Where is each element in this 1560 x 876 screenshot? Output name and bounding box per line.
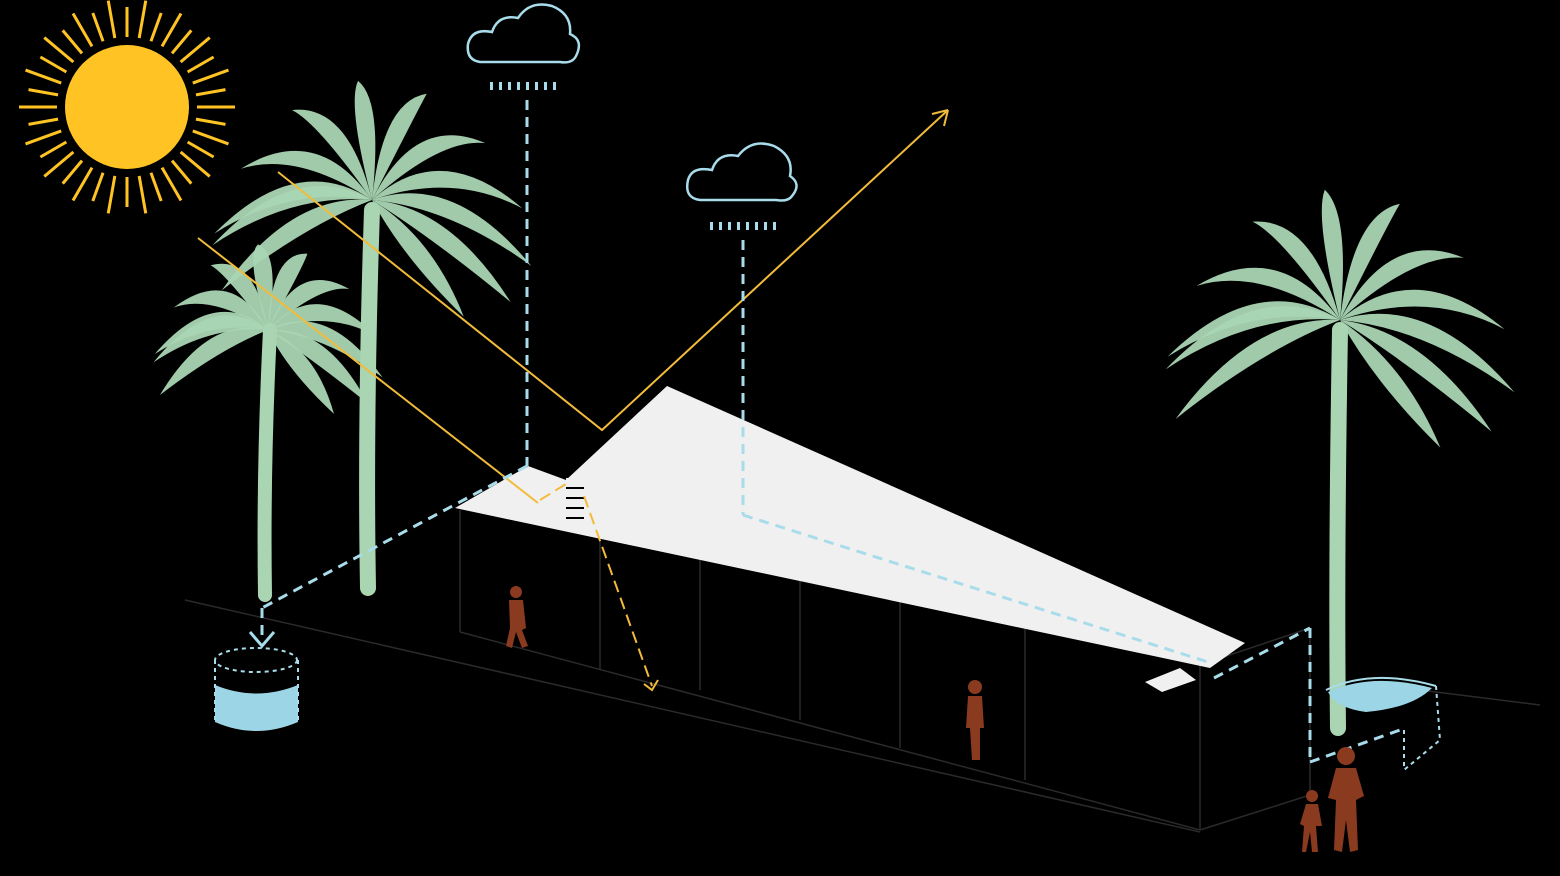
person-icon: [1300, 790, 1322, 852]
sun-icon: [19, 0, 235, 214]
palm-tree-icon: [153, 244, 383, 602]
sunlight-paths: [197, 109, 949, 692]
water-flow-paths: [260, 100, 1401, 764]
arrow-down-icon: [248, 631, 276, 649]
person-icon: [966, 680, 984, 760]
cloud-icon: [686, 142, 798, 202]
roof-plane: [455, 386, 1245, 692]
cloud-icon: [466, 3, 581, 64]
building-structure: [184, 510, 1541, 833]
palm-tree-icon: [1165, 189, 1515, 736]
palm-tree-icon: [212, 80, 532, 596]
sun-rays: [19, 0, 235, 214]
clerestory-louvers: [566, 478, 625, 526]
sun-disc: [65, 45, 189, 169]
pool-basin-icon: [1325, 676, 1442, 771]
person-icon: [1328, 747, 1364, 852]
person-icon: [506, 586, 528, 648]
water-tank-icon: [214, 647, 299, 731]
